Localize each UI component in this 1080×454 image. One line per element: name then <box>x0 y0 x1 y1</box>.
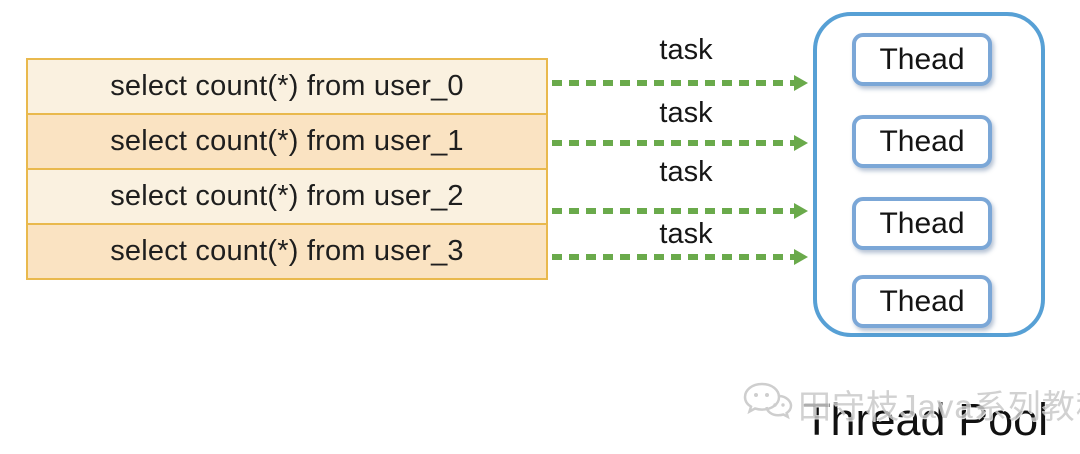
wechat-icon <box>742 381 794 428</box>
query-row-user1: select count(*) from user_1 <box>28 113 546 168</box>
watermark: 田守枝Java系列教程 <box>742 380 1080 428</box>
thread-pool-title: Thread Pool <box>803 394 1049 445</box>
query-table: select count(*) from user_0 select count… <box>26 58 548 280</box>
thread-box-0: Thead <box>852 33 992 86</box>
thread-pool-container: Thead Thead Thead Thead <box>813 12 1045 337</box>
arrow-dash-line <box>552 208 795 214</box>
arrow-dash-line <box>552 140 795 146</box>
task-label-1: task <box>659 97 713 129</box>
task-label-2: task <box>659 156 713 188</box>
query-row-user3: select count(*) from user_3 <box>28 223 546 278</box>
task-arrow-0 <box>552 75 808 91</box>
arrow-head-icon <box>794 135 808 151</box>
task-label-0: task <box>659 34 713 66</box>
arrow-head-icon <box>794 249 808 265</box>
arrow-head-icon <box>794 203 808 219</box>
task-arrow-1 <box>552 135 808 151</box>
task-arrow-2 <box>552 203 808 219</box>
thread-box-3: Thead <box>852 275 992 328</box>
watermark-text: 田守枝Java系列教程 <box>798 388 1080 425</box>
query-row-user0: select count(*) from user_0 <box>28 60 546 113</box>
arrow-dash-line <box>552 254 795 260</box>
task-arrow-3 <box>552 249 808 265</box>
query-row-user2: select count(*) from user_2 <box>28 168 546 223</box>
thread-box-1: Thead <box>852 115 992 168</box>
arrow-dash-line <box>552 80 795 86</box>
task-label-3: task <box>659 218 713 250</box>
arrow-head-icon <box>794 75 808 91</box>
thread-box-2: Thead <box>852 197 992 250</box>
